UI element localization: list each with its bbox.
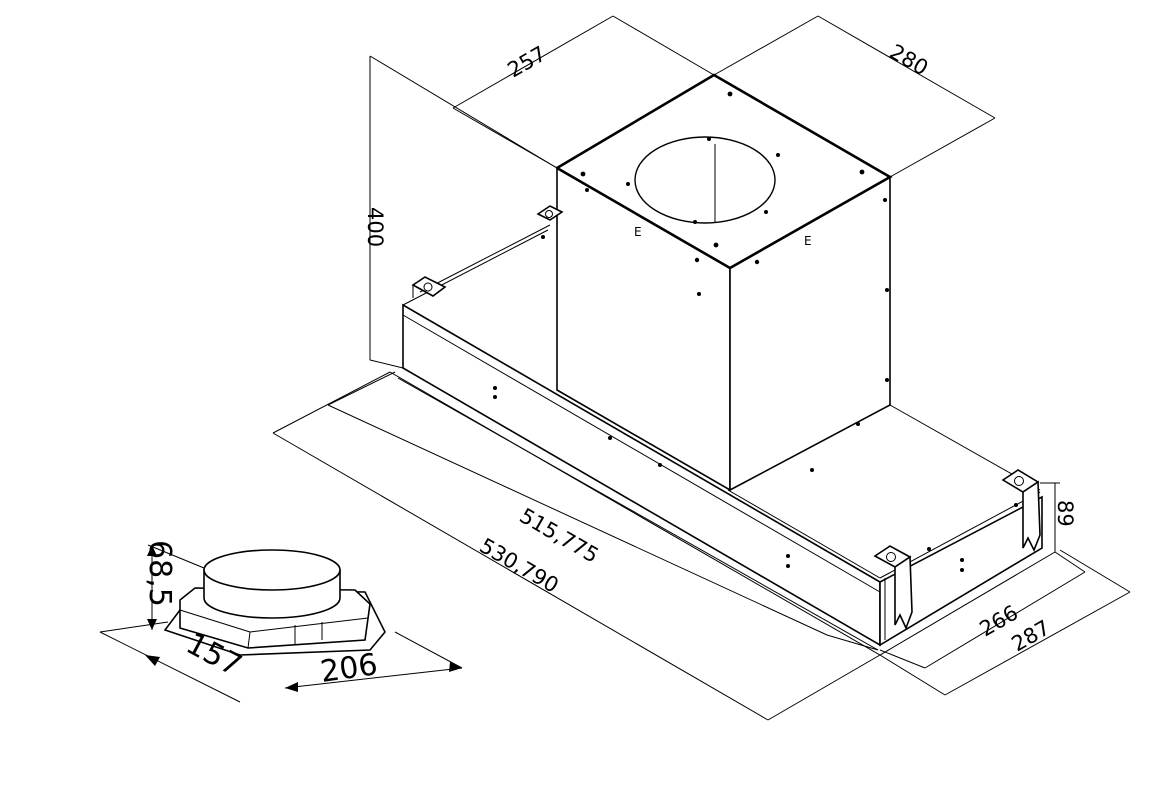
dim-adapter-height: 68,5 bbox=[142, 540, 177, 607]
dim-canopy-height: 89 bbox=[1053, 500, 1077, 527]
mark-e-right: E bbox=[804, 234, 812, 248]
canopy-screws bbox=[493, 292, 1018, 572]
chimney-box: E E bbox=[541, 73, 893, 492]
bracket-left bbox=[411, 276, 447, 298]
duct-adapter bbox=[99, 544, 463, 703]
dim-chimney-height: 400 bbox=[363, 207, 387, 247]
dim-chimney-width: 280 bbox=[886, 40, 933, 81]
bracket-right-back bbox=[1001, 469, 1041, 552]
dim-chimney-depth: 257 bbox=[504, 41, 551, 82]
bracket-back bbox=[536, 205, 564, 221]
mark-e-left: E bbox=[634, 225, 642, 239]
bracket-right-front bbox=[873, 545, 913, 640]
dim-adapter-width: 206 bbox=[318, 647, 380, 690]
dim-lines bbox=[272, 15, 1131, 721]
